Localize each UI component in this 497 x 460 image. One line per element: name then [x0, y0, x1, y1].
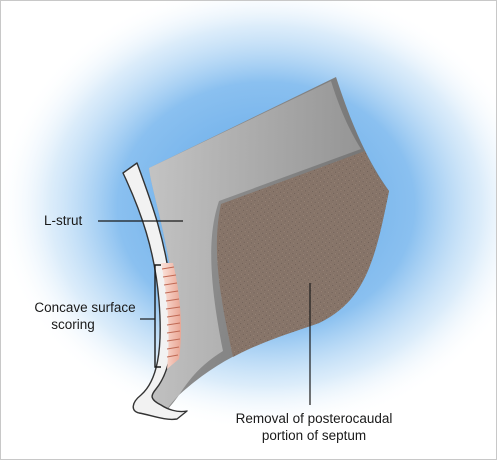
removal-region — [216, 151, 389, 357]
removal-label: Removal of posterocaudal portion of sept… — [219, 410, 409, 444]
l-strut-label: L-strut — [44, 213, 83, 228]
concave-label-line1: Concave surface — [34, 300, 136, 315]
removal-label-line1: Removal of posterocaudal — [235, 411, 393, 426]
removal-label-line2: portion of septum — [261, 428, 367, 443]
scoring-marks — [161, 266, 181, 358]
concave-label-line2: scoring — [51, 317, 95, 332]
concave-scoring-label: Concave surface scoring — [5, 299, 165, 333]
scoring-bracket — [154, 264, 161, 368]
l-strut-band — [149, 81, 361, 415]
